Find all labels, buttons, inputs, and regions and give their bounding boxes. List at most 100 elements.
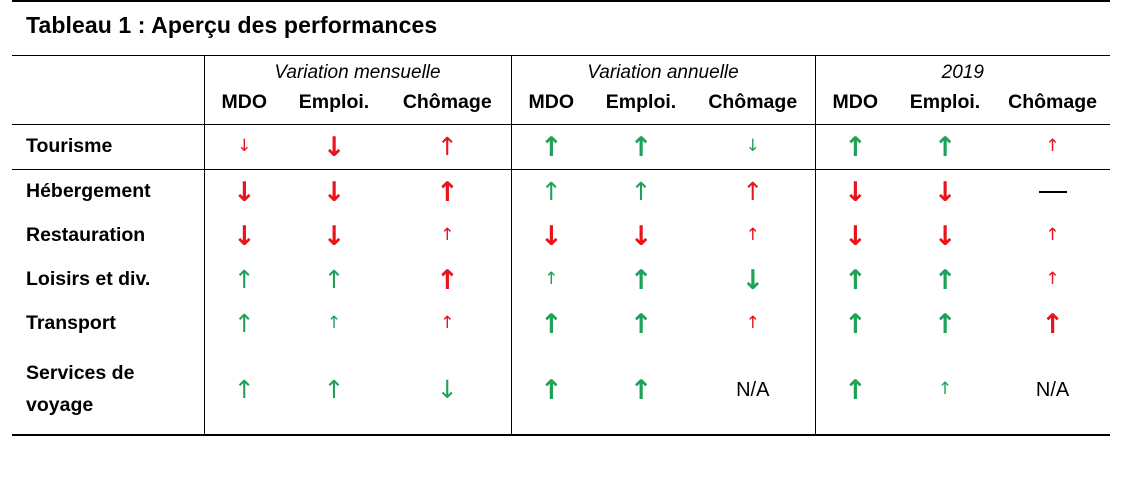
cell-restauration-annuelle-emploi: ↓: [591, 214, 691, 258]
sub-header-2019-emploi: Emploi.: [895, 88, 995, 125]
cell-loisirs-et-div-annuelle-chomage: ↓: [691, 258, 815, 302]
cell-h-bergement-2019-mdo: ↓: [814, 169, 895, 214]
cell-h-bergement-mensuelle-emploi: ↓: [284, 170, 384, 215]
sub-header-annuelle-chomage: Chômage: [691, 88, 815, 125]
cell-loisirs-et-div-2019-mdo: ↑: [814, 258, 895, 302]
arrow-up-icon: ↑: [843, 308, 867, 340]
arrow-up-icon: ↑: [745, 313, 760, 333]
na-label: N/A: [736, 378, 770, 401]
arrow-up-icon: ↑: [629, 308, 653, 340]
cell-h-bergement-annuelle-emploi: ↑: [591, 170, 691, 215]
arrow-down-icon: ↓: [322, 131, 346, 163]
arrow-up-icon: ↑: [326, 313, 342, 333]
cell-loisirs-et-div-2019-emploi: ↑: [895, 258, 995, 302]
arrow-down-icon: ↓: [539, 220, 563, 252]
row-header-restauration: Restauration: [26, 224, 146, 247]
group-header-variation-annuelle: Variation annuelle: [510, 55, 815, 88]
arrow-down-icon: ↓: [232, 220, 256, 252]
row-header-loisirs-et-div: Loisirs et div.: [26, 268, 151, 291]
cell-h-bergement-2019-chomage: [995, 170, 1110, 215]
cell-transport-annuelle-chomage: ↑: [691, 302, 815, 346]
arrow-down-icon: ↓: [237, 136, 252, 156]
cell-tourisme-annuelle-emploi: ↑: [591, 124, 691, 170]
arrow-up-icon: ↑: [843, 264, 867, 296]
cell-tourisme-2019-chomage: ↑: [995, 124, 1111, 170]
cell-tourisme-mensuelle-mdo: ↓: [203, 124, 284, 170]
cell-services-de-voyage-2019-chomage: N/A: [995, 346, 1111, 436]
arrow-up-icon: ↑: [540, 177, 562, 206]
arrow-up-icon: ↑: [544, 269, 559, 289]
cell-restauration-mensuelle-chomage: ↑: [384, 214, 511, 258]
table-row: Tourisme ↓ ↓ ↑ ↑ ↑ ↓ ↑ ↑ ↑: [12, 124, 1111, 170]
cell-h-bergement-mensuelle-chomage: ↑: [384, 170, 511, 215]
cell-restauration-annuelle-mdo: ↓: [510, 214, 591, 258]
cell-services-de-voyage-annuelle-mdo: ↑: [510, 346, 591, 436]
cell-services-de-voyage-annuelle-chomage: N/A: [691, 346, 815, 436]
performance-overview-table: Tableau 1 : Aperçu des performances Vari…: [12, 0, 1111, 436]
arrow-up-icon: ↑: [933, 131, 957, 163]
cell-services-de-voyage-2019-emploi: ↑: [895, 346, 995, 436]
cell-h-bergement-annuelle-mdo: ↑: [510, 169, 591, 214]
arrow-up-icon: ↑: [843, 131, 867, 163]
page-title: Tableau 1 : Aperçu des performances: [26, 12, 438, 38]
cell-restauration-annuelle-chomage: ↑: [691, 214, 815, 258]
arrow-up-icon: ↑: [539, 374, 563, 406]
table-head: Tableau 1 : Aperçu des performances Vari…: [12, 0, 1111, 125]
cell-transport-mensuelle-emploi: ↑: [284, 302, 384, 346]
arrow-down-icon: ↓: [322, 220, 346, 252]
cell-transport-annuelle-mdo: ↑: [510, 302, 591, 346]
table-row: Restauration↓↓↑↓↓↑↓↓↑: [12, 214, 1110, 258]
row-header-blank: [12, 55, 204, 88]
sub-header-annuelle-emploi: Emploi.: [591, 88, 691, 125]
cell-transport-annuelle-emploi: ↑: [591, 302, 691, 346]
arrow-down-icon: ↓: [933, 220, 957, 252]
arrow-up-icon: ↑: [323, 265, 345, 294]
arrow-down-icon: ↓: [741, 264, 765, 296]
arrow-up-icon: ↑: [629, 131, 653, 163]
cell-h-bergement-annuelle-chomage: ↑: [691, 170, 815, 215]
cell-tourisme-annuelle-chomage: ↓: [691, 124, 815, 170]
sub-header-mensuelle-emploi: Emploi.: [284, 88, 384, 125]
cell-tourisme-mensuelle-emploi: ↓: [284, 124, 384, 170]
cell-transport-2019-chomage: ↑: [995, 302, 1110, 346]
cell-loisirs-et-div-annuelle-emploi: ↑: [591, 258, 691, 302]
arrow-up-icon: ↑: [1045, 269, 1060, 289]
na-label: N/A: [1035, 378, 1070, 401]
row-header-h-bergement: Hébergement: [26, 180, 151, 203]
cell-services-de-voyage-mensuelle-mdo: ↑: [203, 346, 284, 436]
group-header-variation-mensuelle: Variation mensuelle: [203, 55, 511, 88]
arrow-down-icon: ↓: [436, 375, 458, 404]
table-row: Loisirs et div.↑↑↑↑↑↓↑↑↑: [12, 258, 1110, 302]
cell-services-de-voyage-mensuelle-emploi: ↑: [284, 346, 384, 436]
cell-restauration-2019-mdo: ↓: [814, 214, 895, 258]
group-header-row: Variation mensuelle Variation annuelle 2…: [12, 55, 1111, 88]
cell-restauration-mensuelle-mdo: ↓: [203, 214, 284, 258]
table-row: Hébergement↓↓↑↑↑↑↓↓: [12, 169, 1110, 215]
arrow-up-icon: ↑: [937, 379, 953, 399]
row-header-transport: Transport: [26, 312, 116, 335]
arrow-up-icon: ↑: [629, 264, 653, 296]
cell-services-de-voyage-2019-mdo: ↑: [814, 346, 895, 436]
arrow-up-icon: ↑: [539, 131, 563, 163]
row-header-services-de-voyage: Services de voyage: [12, 346, 204, 436]
cell-loisirs-et-div-mensuelle-emploi: ↑: [284, 258, 384, 302]
arrow-up-icon: ↑: [436, 132, 458, 161]
sub-header-blank: [12, 88, 204, 125]
arrow-up-icon: ↑: [539, 308, 563, 340]
arrow-up-icon: ↑: [629, 374, 653, 406]
arrow-up-icon: ↑: [233, 265, 255, 294]
cell-tourisme-mensuelle-chomage: ↑: [384, 124, 511, 170]
sub-header-mensuelle-mdo: MDO: [203, 88, 284, 125]
cell-loisirs-et-div-mensuelle-mdo: ↑: [203, 258, 284, 302]
arrow-down-icon: ↓: [322, 176, 346, 208]
cell-tourisme-2019-emploi: ↑: [895, 124, 995, 170]
sub-header-mensuelle-chomage: Chômage: [384, 88, 511, 125]
arrow-down-icon: ↓: [745, 136, 760, 156]
cell-transport-2019-mdo: ↑: [814, 302, 895, 346]
row-header-tourisme: Tourisme: [12, 124, 204, 170]
arrow-up-icon: ↑: [233, 309, 255, 338]
table-row: Transport↑↑↑↑↑↑↑↑↑: [12, 302, 1110, 346]
arrow-up-icon: ↑: [742, 177, 764, 206]
table-row: Services de voyage↑↑↓↑↑N/A↑↑N/A: [12, 346, 1111, 436]
